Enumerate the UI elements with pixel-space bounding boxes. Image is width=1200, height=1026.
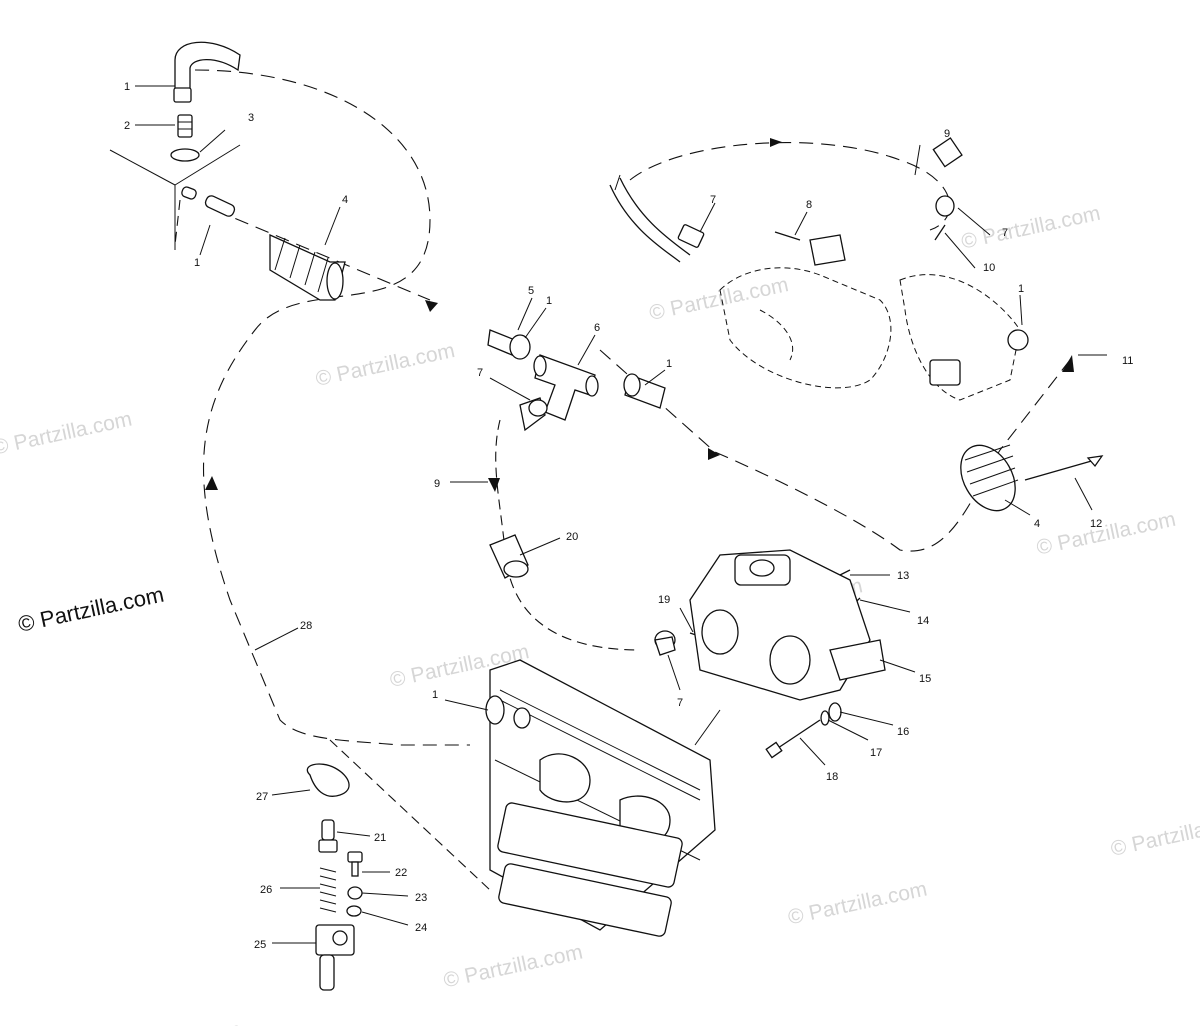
part-label-7: 7 — [710, 194, 716, 206]
part-label-12: 12 — [1090, 518, 1102, 530]
part-4-coupler — [269, 233, 346, 301]
hose-vent-path — [214, 209, 431, 301]
part-6-tee — [533, 354, 599, 421]
part-label-15: 15 — [919, 673, 931, 685]
part-15-manifold — [689, 549, 886, 701]
part-23-washer — [347, 886, 363, 900]
part-label-28: 28 — [300, 620, 312, 632]
part-12-tie — [1024, 455, 1104, 481]
watermark: © Partzilla.com — [0, 408, 134, 460]
part-label-1: 1 — [1018, 283, 1024, 295]
part-label-7: 7 — [477, 367, 483, 379]
part-label-13: 13 — [897, 570, 909, 582]
flow-arrow — [205, 476, 218, 490]
part-16-washer — [828, 702, 842, 722]
hose-28-path — [194, 69, 470, 746]
part-label-14: 14 — [917, 615, 929, 627]
part-label-17: 17 — [870, 747, 882, 759]
part-label-18: 18 — [826, 771, 838, 783]
part-5-hose — [487, 329, 531, 360]
part-label-1: 1 — [666, 358, 672, 370]
part-label-5: 5 — [528, 285, 534, 297]
exhaust-assembly — [609, 137, 1029, 401]
leader-lines — [135, 85, 1107, 944]
tube-stub-path — [174, 199, 181, 246]
part-27-gasket — [306, 763, 350, 797]
frame-lines — [109, 144, 621, 250]
part-1-elbow — [173, 41, 241, 103]
hose-main-path — [599, 349, 1071, 552]
part-4-coupler-right — [960, 444, 1019, 512]
part-label-8: 8 — [806, 199, 812, 211]
part-1-clamp — [623, 373, 666, 409]
part-18-bolt — [765, 719, 821, 759]
part-label-4: 4 — [342, 194, 348, 206]
part-1-tubes — [181, 186, 236, 217]
flow-arrow — [425, 300, 438, 312]
part-label-25: 25 — [254, 939, 266, 951]
hose-9-top-path — [629, 142, 951, 231]
part-label-23: 23 — [415, 892, 427, 904]
part-label-1: 1 — [124, 81, 130, 93]
part-2-fitting — [177, 114, 193, 138]
part-21-valve — [318, 819, 338, 853]
part-17-washer — [820, 710, 830, 726]
part-label-11: 11 — [1122, 355, 1133, 367]
part-label-3: 3 — [248, 112, 254, 124]
part-label-1: 1 — [432, 689, 438, 701]
part-label-27: 27 — [256, 791, 268, 803]
part-26-spring — [319, 867, 337, 913]
part-label-4: 4 — [1034, 518, 1040, 530]
part-label-21: 21 — [374, 832, 386, 844]
part-3-washer — [170, 148, 200, 162]
watermark: © Partzilla.com — [1109, 809, 1200, 861]
flow-arrow — [708, 448, 720, 460]
watermark: © Partzilla.com — [1035, 508, 1178, 560]
part-25-housing — [315, 924, 355, 991]
watermark: © Partzilla.com — [100, 1018, 243, 1026]
part-label-9: 9 — [944, 128, 950, 140]
part-label-19: 19 — [658, 594, 670, 606]
brand-logo: © Partzilla.com — [16, 582, 166, 637]
part-1-clamp-engine — [485, 695, 505, 725]
part-label-2: 2 — [124, 120, 130, 132]
part-10-fitting — [934, 224, 946, 241]
watermark: © Partzilla.com — [647, 273, 790, 325]
part-label-1: 1 — [546, 295, 552, 307]
part-label-9: 9 — [434, 478, 440, 490]
part-label-10: 10 — [983, 262, 995, 274]
part-label-1: 1 — [194, 257, 200, 269]
frame-line — [614, 174, 621, 191]
part-label-7: 7 — [677, 697, 683, 709]
frame-line — [109, 149, 176, 186]
part-7-lower — [654, 630, 676, 656]
frame-line — [174, 144, 241, 186]
watermark: © Partzilla.com — [314, 339, 457, 391]
flow-arrow — [770, 138, 782, 147]
part-label-7: 7 — [1002, 227, 1008, 239]
watermark: © Partzilla.com — [786, 878, 929, 930]
part-label-22: 22 — [395, 867, 407, 879]
part-label-6: 6 — [594, 322, 600, 334]
part-label-26: 26 — [260, 884, 272, 896]
part-24-washer — [346, 905, 362, 917]
watermark: © Partzilla.com — [442, 941, 585, 993]
part-labels: 1 2 3 1 4 9 7 8 7 10 1 11 5 1 6 7 1 9 4 … — [124, 81, 1133, 951]
part-label-24: 24 — [415, 922, 427, 934]
engine-block — [485, 659, 716, 937]
part-7-hose — [519, 397, 548, 432]
part-label-16: 16 — [897, 726, 909, 738]
part-label-20: 20 — [566, 531, 578, 543]
part-8-fitting — [774, 231, 801, 241]
flow-arrow — [488, 478, 500, 492]
fitting-guide-path — [329, 739, 491, 891]
flow-arrow — [1062, 355, 1074, 372]
part-20-sleeve — [489, 534, 529, 579]
part-22-screw — [347, 851, 363, 877]
